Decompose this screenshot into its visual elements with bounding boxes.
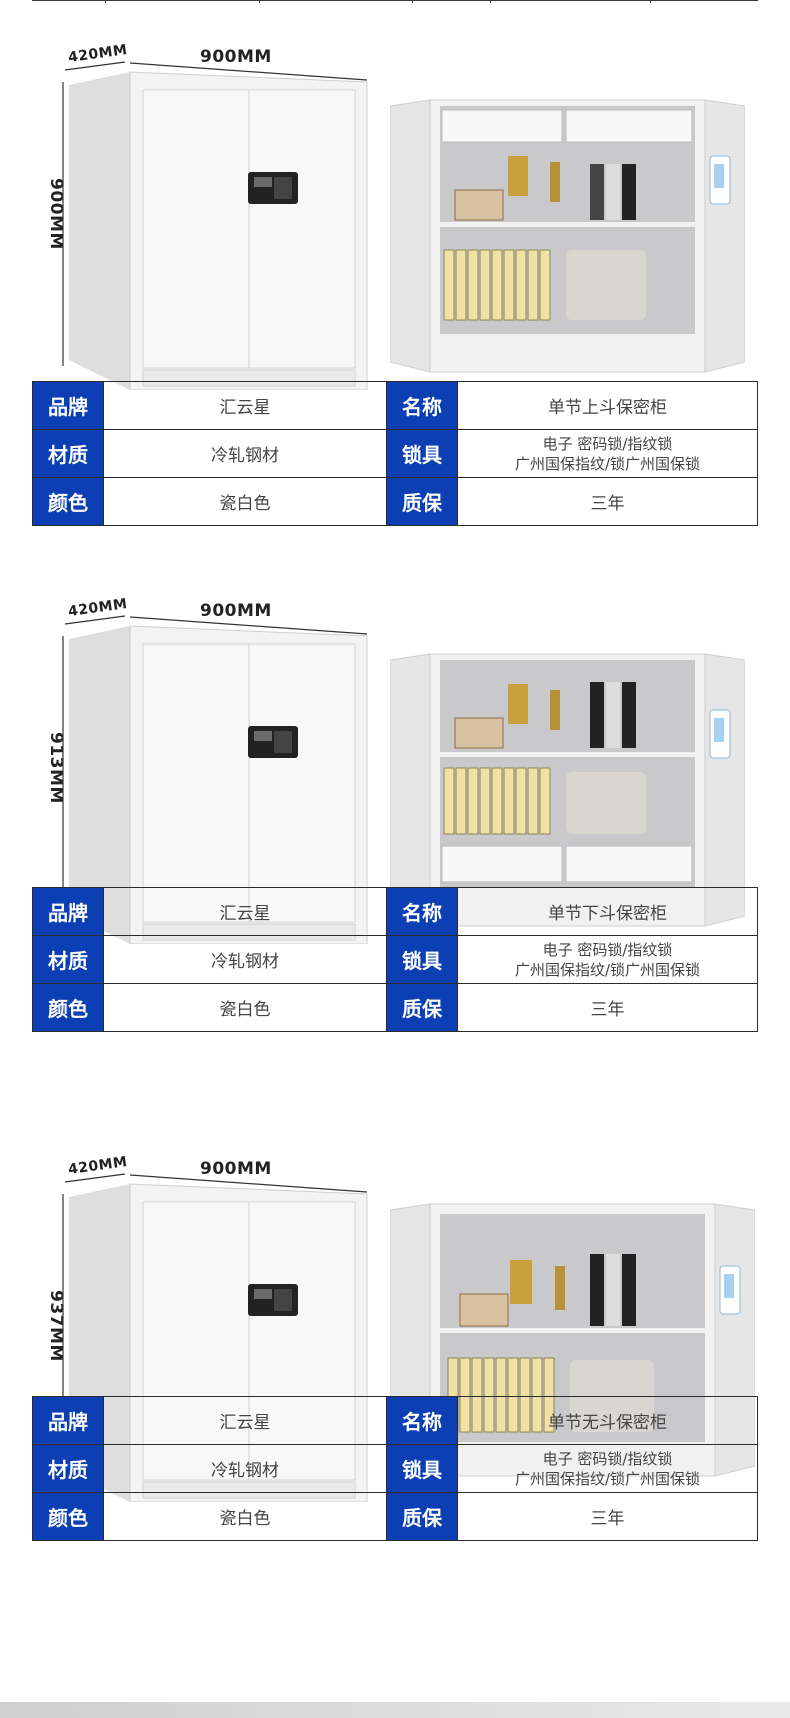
table-row: 品牌 汇云星 名称 单节无斗保密柜 <box>32 1396 758 1445</box>
warranty-key: 质保 <box>386 983 458 1032</box>
color-value: 瓷白色 <box>103 983 387 1032</box>
brand-key: 品牌 <box>32 887 104 936</box>
width-label: 900MM <box>200 601 272 621</box>
warranty-key: 质保 <box>386 1492 458 1541</box>
material-key: 材质 <box>32 1444 104 1493</box>
material-value: 冷轧钢材 <box>103 1444 387 1493</box>
material-value: 冷轧钢材 <box>103 429 387 478</box>
table-row: 材质 冷轧钢材 锁具 电子 密码锁/指纹锁 广州国保指纹/锁广州国保锁 <box>32 935 758 984</box>
table-row: 材质 冷轧钢材 锁具 电子 密码锁/指纹锁 广州国保指纹/锁广州国保锁 <box>32 1444 758 1493</box>
footer-bar <box>0 1702 790 1718</box>
color-key: 颜色 <box>32 983 104 1032</box>
brand-key: 品牌 <box>32 381 104 430</box>
brand-value: 汇云星 <box>103 1396 387 1445</box>
name-value: 单节上斗保密柜 <box>457 381 758 430</box>
table-row: 品牌 汇云星 名称 单节上斗保密柜 <box>32 381 758 430</box>
name-key: 名称 <box>386 1396 458 1445</box>
table-row: 颜色 瓷白色 质保 三年 <box>32 1492 758 1541</box>
width-label: 900MM <box>200 47 272 67</box>
brand-key: 品牌 <box>32 1396 104 1445</box>
material-key: 材质 <box>32 429 104 478</box>
lock-value: 电子 密码锁/指纹锁 广州国保指纹/锁广州国保锁 <box>457 935 758 984</box>
color-key: 颜色 <box>32 1492 104 1541</box>
brand-value: 汇云星 <box>103 381 387 430</box>
table-row: 材质 冷轧钢材 锁具 电子 密码锁/指纹锁 广州国保指纹/锁广州国保锁 <box>32 429 758 478</box>
color-key: 颜色 <box>32 477 104 526</box>
name-key: 名称 <box>386 887 458 936</box>
lock-value-line2: 广州国保指纹/锁广州国保锁 <box>514 960 701 979</box>
lock-value-line1: 电子 密码锁/指纹锁 <box>542 1449 673 1468</box>
width-label: 900MM <box>200 1159 272 1179</box>
spec-table: 品牌 汇云星 名称 单节无斗保密柜 材质 冷轧钢材 锁具 电子 密码锁/指纹锁 … <box>32 1396 758 1541</box>
material-value: 冷轧钢材 <box>103 935 387 984</box>
lock-value: 电子 密码锁/指纹锁 广州国保指纹/锁广州国保锁 <box>457 1444 758 1493</box>
warranty-value: 三年 <box>457 1492 758 1541</box>
brand-value: 汇云星 <box>103 887 387 936</box>
closed-cabinet-image <box>62 61 368 390</box>
lock-value-line2: 广州国保指纹/锁广州国保锁 <box>514 454 701 473</box>
table-row: 颜色 瓷白色 质保 三年 <box>32 983 758 1032</box>
table-row: 颜色 瓷白色 质保 三年 <box>32 477 758 526</box>
product-section-1: 420MM 900MM 900MM <box>0 0 790 560</box>
lock-key: 锁具 <box>386 429 458 478</box>
open-cabinet-image <box>390 99 745 373</box>
name-value: 单节下斗保密柜 <box>457 887 758 936</box>
product-section-3: 420MM 900MM 937MM <box>0 1112 790 1702</box>
warranty-key: 质保 <box>386 477 458 526</box>
material-key: 材质 <box>32 935 104 984</box>
lock-value-line1: 电子 密码锁/指纹锁 <box>542 940 673 959</box>
spec-table: 品牌 汇云星 名称 单节下斗保密柜 材质 冷轧钢材 锁具 电子 密码锁/指纹锁 … <box>32 887 758 1032</box>
color-value: 瓷白色 <box>103 477 387 526</box>
lock-key: 锁具 <box>386 1444 458 1493</box>
warranty-value: 三年 <box>457 983 758 1032</box>
name-key: 名称 <box>386 381 458 430</box>
lock-value-line1: 电子 密码锁/指纹锁 <box>542 434 673 453</box>
lock-key: 锁具 <box>386 935 458 984</box>
spec-table: 品牌 汇云星 名称 单节上斗保密柜 材质 冷轧钢材 锁具 电子 密码锁/指纹锁 … <box>32 381 758 526</box>
name-value: 单节无斗保密柜 <box>457 1396 758 1445</box>
warranty-value: 三年 <box>457 477 758 526</box>
lock-value-line2: 广州国保指纹/锁广州国保锁 <box>514 1469 701 1488</box>
lock-value: 电子 密码锁/指纹锁 广州国保指纹/锁广州国保锁 <box>457 429 758 478</box>
table-row: 品牌 汇云星 名称 单节下斗保密柜 <box>32 887 758 936</box>
color-value: 瓷白色 <box>103 1492 387 1541</box>
top-border <box>0 0 790 12</box>
open-cabinet-image <box>390 653 745 927</box>
product-section-2: 420MM 900MM 913MM <box>0 554 790 1114</box>
